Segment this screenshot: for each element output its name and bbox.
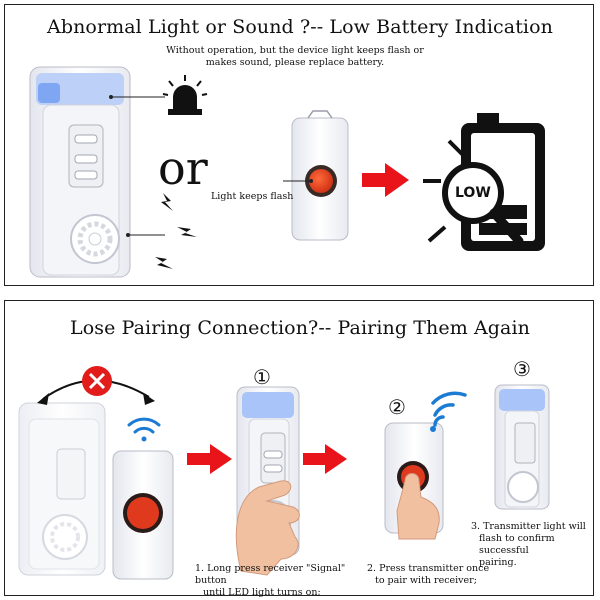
cross-icon [82,366,112,396]
step-3-number: ③ [513,357,531,381]
receiver-device [29,66,131,278]
step-1-number: ① [253,365,271,389]
arrow-right-icon [362,163,409,197]
arrow-right-icon [187,444,232,474]
step-2-text: 2. Press transmitter once to pair with r… [367,563,490,586]
transmitter-device [291,110,349,241]
finger-icon [396,473,440,540]
low-battery-panel: Abnormal Light or Sound ?-- Low Battery … [4,4,594,286]
sound-icon [155,193,197,269]
hand-icon [235,480,300,576]
top-illustration [29,66,545,278]
receiver-device-unpaired [18,402,106,576]
low-battery-description: Without operation, but the device light … [166,45,424,68]
wifi-icon [430,391,467,432]
pairing-panel: Lose Pairing Connection?-- Pairing Them … [4,300,594,598]
step-3-text: 3. Transmitter light will flash to confi… [471,521,586,568]
transmitter-device [112,450,174,580]
light-flash-callout: Light keeps flash [211,191,294,202]
low-battery-title: Abnormal Light or Sound ?-- Low Battery … [47,16,553,38]
step-1-text: 1. Long press receiver "Signal" button u… [195,563,346,598]
arrow-right-icon [303,444,347,474]
step-2-number: ② [388,395,406,419]
low-battery-label: LOW [455,185,491,201]
or-text: or [158,141,208,195]
wifi-icon [127,417,161,442]
pairing-illustration [18,366,550,580]
siren-icon [162,75,208,115]
receiver-device-step3 [494,384,550,510]
pairing-title: Lose Pairing Connection?-- Pairing Them … [70,317,530,339]
low-battery-icon [423,113,545,251]
